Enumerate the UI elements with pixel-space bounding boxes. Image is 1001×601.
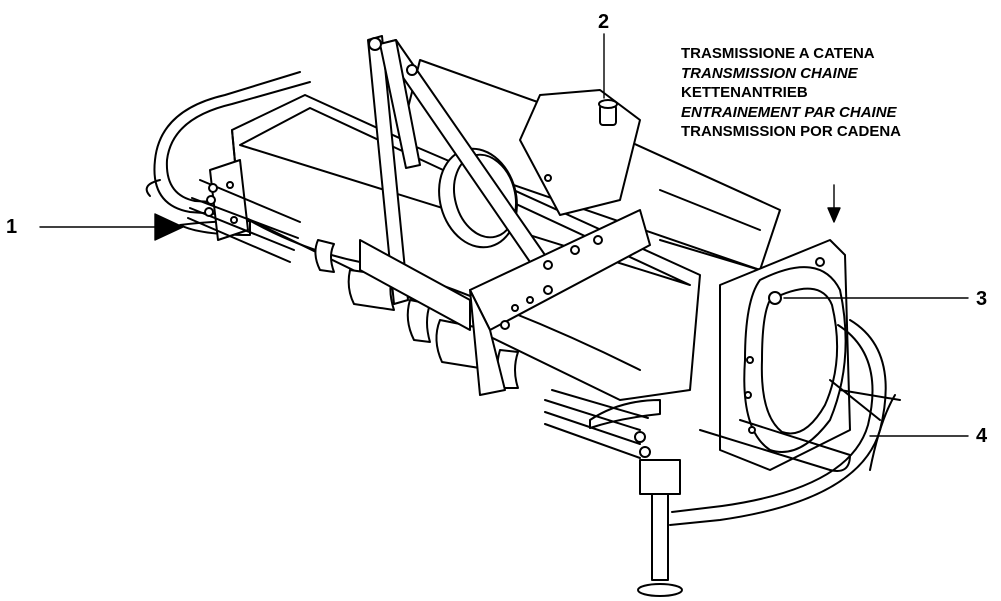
callout-4: 4 — [976, 425, 988, 447]
callout-1: 1 — [6, 216, 18, 238]
callout-2: 2 — [598, 11, 610, 33]
hitch-frame — [359, 35, 546, 331]
caption-line-es: TRANSMISSION POR CADENA — [681, 123, 902, 140]
chain-drive-caption: TRASMISSIONE A CATENA TRANSMISSION CHAIN… — [681, 44, 901, 142]
right-skid — [669, 319, 896, 526]
caption-line-de: KETTENANTRIEB — [681, 84, 808, 101]
caption-line-fr: TRANSMISSION CHAINE — [681, 64, 858, 82]
center-bracket — [469, 209, 651, 396]
chain-drive-case — [719, 239, 851, 471]
leader-lines — [39, 33, 969, 437]
left-skid — [145, 71, 311, 216]
caption-line-it: TRASMISSIONE A CATENA — [681, 45, 875, 62]
caption-line-fr2: ENTRAINEMENT PAR CHAINE — [681, 103, 897, 121]
left-adjust-rods — [187, 179, 301, 263]
callout-3: 3 — [976, 288, 988, 310]
stand-leg — [637, 459, 683, 597]
